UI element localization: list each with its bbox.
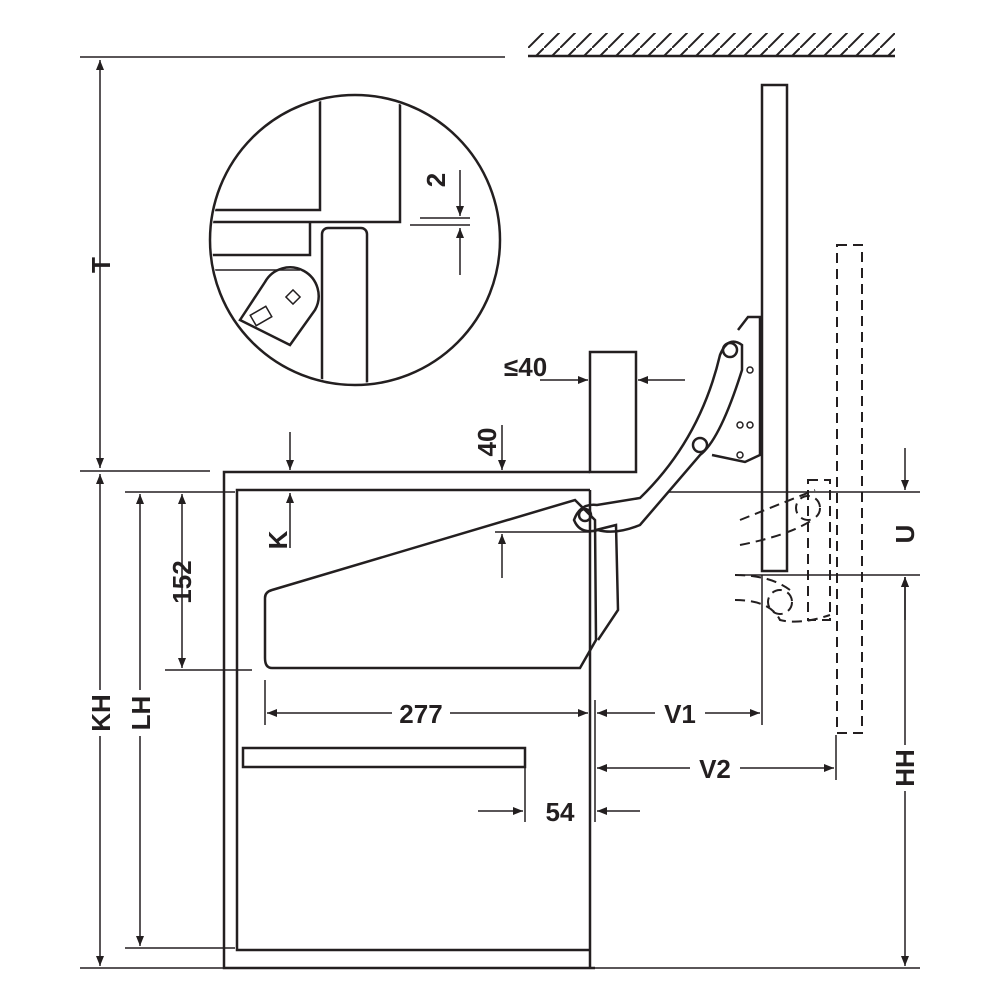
dimension-T: T [86, 60, 116, 468]
dimension-HH: HH [890, 577, 920, 966]
label-T: T [86, 257, 116, 273]
label-152: 152 [167, 560, 197, 603]
shelf [241, 746, 527, 769]
mechanism-closed-position [734, 479, 831, 623]
dimension-277: 277 [267, 698, 588, 729]
label-K: K [263, 530, 293, 549]
label-V1: V1 [664, 699, 696, 729]
label-max-40: ≤40 [504, 352, 547, 382]
ceiling [528, 33, 895, 58]
top-panel-block [588, 350, 638, 474]
dimension-KH: KH [85, 474, 116, 966]
dimension-K: K [263, 432, 294, 549]
detail-magnifier: 2 [208, 93, 502, 387]
label-KH: KH [86, 694, 116, 732]
dimension-LH: LH [125, 494, 156, 946]
label-U: U [890, 525, 920, 544]
label-54: 54 [546, 797, 575, 827]
label-V2: V2 [699, 754, 731, 784]
dimension-V1: V1 [597, 698, 760, 729]
dimension-V2: V2 [597, 753, 834, 784]
dimension-max-40: ≤40 [504, 352, 685, 384]
label-40: 40 [472, 428, 502, 457]
cabinet [222, 350, 638, 970]
dimension-152: 152 [167, 494, 197, 668]
dimension-40: 40 [472, 425, 506, 578]
label-HH: HH [890, 749, 920, 787]
label-detail-2: 2 [421, 173, 451, 187]
flap-door-open [760, 83, 789, 573]
flap-door-closed [836, 244, 863, 734]
lift-mechanism [263, 315, 762, 670]
label-LH: LH [126, 696, 156, 731]
label-277: 277 [399, 699, 442, 729]
dimension-54: 54 [478, 797, 640, 827]
